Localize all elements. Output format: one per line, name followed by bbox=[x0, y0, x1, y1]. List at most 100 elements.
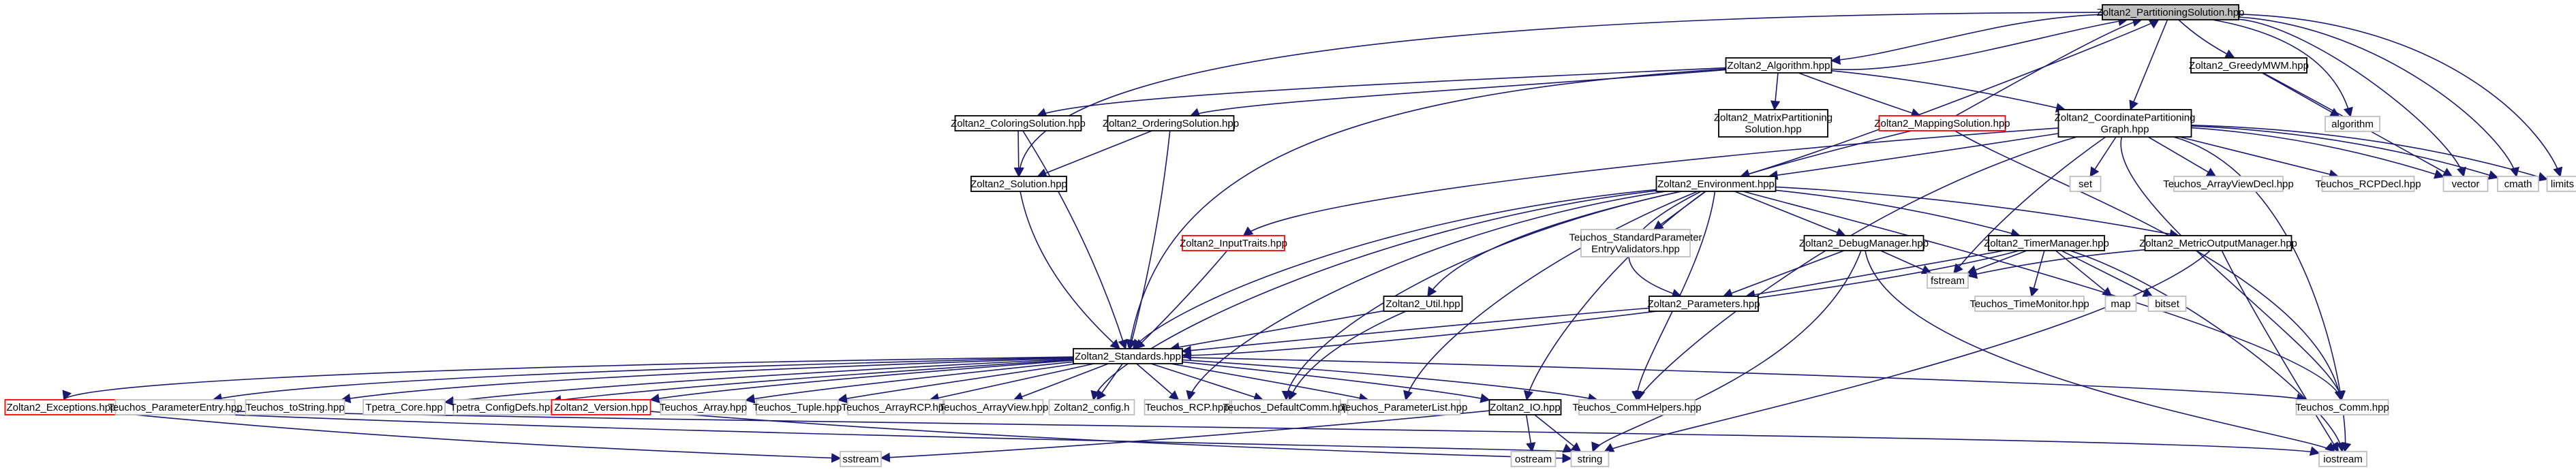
edge-coordpart-to-cmath bbox=[2191, 125, 2499, 180]
node-box bbox=[1803, 235, 1925, 251]
edge-debugmgr-to-parameters bbox=[1722, 250, 1845, 298]
edge-standards-to-tostring bbox=[340, 357, 1074, 404]
edge-standards-to-version bbox=[649, 360, 1074, 404]
node-greedymwm[interactable]: Zoltan2_GreedyMWM.hpp bbox=[2189, 57, 2309, 74]
edge-algorithm-to-coordpart bbox=[1831, 70, 2066, 113]
node-box bbox=[245, 399, 346, 415]
node-inputtraits[interactable]: Zoltan2_InputTraits.hpp bbox=[1180, 235, 1287, 251]
node-box bbox=[1570, 451, 1610, 467]
node-parameters[interactable]: Zoltan2_Parameters.hpp bbox=[1647, 296, 1760, 312]
edge-root-to-vector bbox=[2238, 18, 2466, 178]
node-mappingsol[interactable]: Zoltan2_MappingSolution.hpp bbox=[1874, 115, 2010, 131]
node-solution[interactable]: Zoltan2_Solution.hpp bbox=[970, 176, 1067, 192]
edge-environment-to-commhelpers bbox=[1631, 191, 1716, 401]
node-root[interactable]: Zoltan2_PartitioningSolution.hpp bbox=[2097, 4, 2245, 20]
edge-exceptions-to-sstream bbox=[117, 412, 842, 463]
edge-inputtraits-to-standards bbox=[1135, 250, 1228, 350]
node-box bbox=[1488, 399, 1562, 415]
node-box bbox=[2173, 176, 2284, 192]
node-label: Teuchos_ArrayView.hpp bbox=[939, 402, 1049, 413]
node-label: Zoltan2_InputTraits.hpp bbox=[1180, 238, 1287, 249]
node-box bbox=[1718, 109, 1828, 138]
node-comm: Teuchos_Comm.hpp bbox=[2295, 399, 2389, 415]
edge-coordpart-to-rcpdecl bbox=[2179, 136, 2340, 179]
node-label: Teuchos_StandardParameter bbox=[1569, 232, 1702, 244]
node-label: Teuchos_ParameterList.hpp bbox=[1340, 402, 1468, 413]
node-box bbox=[660, 399, 747, 415]
node-algorithm[interactable]: Zoltan2_Algorithm.hpp bbox=[1725, 57, 1833, 74]
node-label: algorithm bbox=[2331, 118, 2374, 130]
edge-timemgr-to-timemonitor bbox=[2029, 250, 2045, 298]
node-box bbox=[1073, 348, 1183, 364]
edge-standards-to-array bbox=[745, 361, 1074, 404]
edge-version-to-string bbox=[650, 411, 1572, 464]
edge-standards-to-comm bbox=[1182, 357, 2307, 403]
edge-solution-to-standards bbox=[1019, 191, 1120, 349]
edge-standards-to-paramentry bbox=[212, 357, 1074, 403]
node-box bbox=[1510, 451, 1557, 467]
node-label: Teuchos_ParameterEntry.hpp bbox=[108, 402, 242, 413]
node-box bbox=[1988, 235, 2105, 251]
node-box bbox=[2325, 116, 2380, 132]
node-box bbox=[114, 399, 236, 415]
node-set: set bbox=[2069, 176, 2102, 192]
node-label: Zoltan2_Parameters.hpp bbox=[1647, 298, 1760, 310]
node-box bbox=[970, 176, 1067, 192]
node-algorithm_std: algorithm bbox=[2325, 116, 2380, 132]
node-arrayview: Teuchos_ArrayView.hpp bbox=[939, 399, 1049, 415]
edge-coordpart-to-limits bbox=[2191, 125, 2548, 182]
node-label: bitset bbox=[2155, 298, 2180, 310]
node-label: Zoltan2_TimerManager.hpp bbox=[1984, 238, 2109, 249]
node-box bbox=[1107, 115, 1235, 131]
node-paramlist: Teuchos_ParameterList.hpp bbox=[1340, 399, 1468, 415]
node-orderingsol[interactable]: Zoltan2_OrderingSolution.hpp bbox=[1103, 115, 1239, 131]
node-rcp: Teuchos_RCP.hpp bbox=[1144, 399, 1231, 415]
edge-environment-to-debugmgr bbox=[1734, 191, 1846, 237]
node-label: Zoltan2_MappingSolution.hpp bbox=[1874, 118, 2010, 129]
node-box bbox=[2546, 176, 2576, 192]
node-label: Solution.hpp bbox=[1745, 124, 1801, 136]
edge-coordpart-to-comm bbox=[2120, 136, 2346, 401]
node-environment[interactable]: Zoltan2_Environment.hpp bbox=[1655, 176, 1777, 192]
node-fstream: fstream bbox=[1927, 272, 1969, 289]
node-timemgr[interactable]: Zoltan2_TimerManager.hpp bbox=[1984, 235, 2109, 251]
node-label: Tpetra_Core.hpp bbox=[365, 402, 442, 413]
node-label: Zoltan2_IO.hpp bbox=[1490, 402, 1560, 413]
node-util[interactable]: Zoltan2_Util.hpp bbox=[1383, 296, 1463, 312]
node-standards[interactable]: Zoltan2_Standards.hpp bbox=[1073, 348, 1183, 364]
nodes-layer: Zoltan2_PartitioningSolution.hppZoltan2_… bbox=[4, 4, 2576, 467]
node-exceptions[interactable]: Zoltan2_Exceptions.hpp bbox=[4, 399, 119, 415]
node-io[interactable]: Zoltan2_IO.hpp bbox=[1488, 399, 1562, 415]
node-box bbox=[1048, 399, 1135, 415]
edge-metricmgr-to-fstream bbox=[1967, 249, 2145, 279]
node-sstream: sstream bbox=[840, 451, 882, 467]
node-box bbox=[1725, 57, 1833, 74]
node-label: Teuchos_Array.hpp bbox=[660, 402, 747, 413]
edge-environment-to-config bbox=[1090, 190, 1657, 401]
edge-algorithm-to-coloringsol bbox=[1037, 67, 1726, 118]
node-box bbox=[1927, 272, 1969, 289]
node-box bbox=[2497, 176, 2539, 192]
node-defaultcomm: Teuchos_DefaultComm.hpp bbox=[1223, 399, 1349, 415]
edge-standards-to-tpetraconfig bbox=[551, 359, 1074, 405]
node-version[interactable]: Zoltan2_Version.hpp bbox=[551, 399, 651, 415]
edge-debugmgr-to-fstream bbox=[1880, 250, 1932, 274]
node-string: string bbox=[1570, 451, 1610, 467]
node-coloringsol[interactable]: Zoltan2_ColoringSolution.hpp bbox=[951, 115, 1086, 131]
edge-coordpart-to-fstream bbox=[1953, 136, 2106, 274]
node-box bbox=[1182, 235, 1285, 251]
edge-algorithm-to-orderingsol bbox=[1189, 69, 1726, 118]
node-metricmgr[interactable]: Zoltan2_MetricOutputManager.hpp bbox=[2139, 235, 2297, 251]
edge-io-to-ostream bbox=[1525, 414, 1536, 453]
node-label: Zoltan2_GreedyMWM.hpp bbox=[2189, 60, 2309, 72]
node-label: Zoltan2_Standards.hpp bbox=[1075, 351, 1181, 362]
node-box bbox=[1878, 115, 2006, 131]
node-label: Teuchos_ArrayRCP.hpp bbox=[842, 402, 950, 413]
node-label: Zoltan2_CoordinatePartitioning bbox=[2055, 112, 2196, 124]
node-tostring: Teuchos_toString.hpp bbox=[245, 399, 346, 415]
node-debugmgr[interactable]: Zoltan2_DebugManager.hpp bbox=[1799, 235, 1929, 251]
edge-coloringsol-to-solution bbox=[1013, 130, 1024, 178]
